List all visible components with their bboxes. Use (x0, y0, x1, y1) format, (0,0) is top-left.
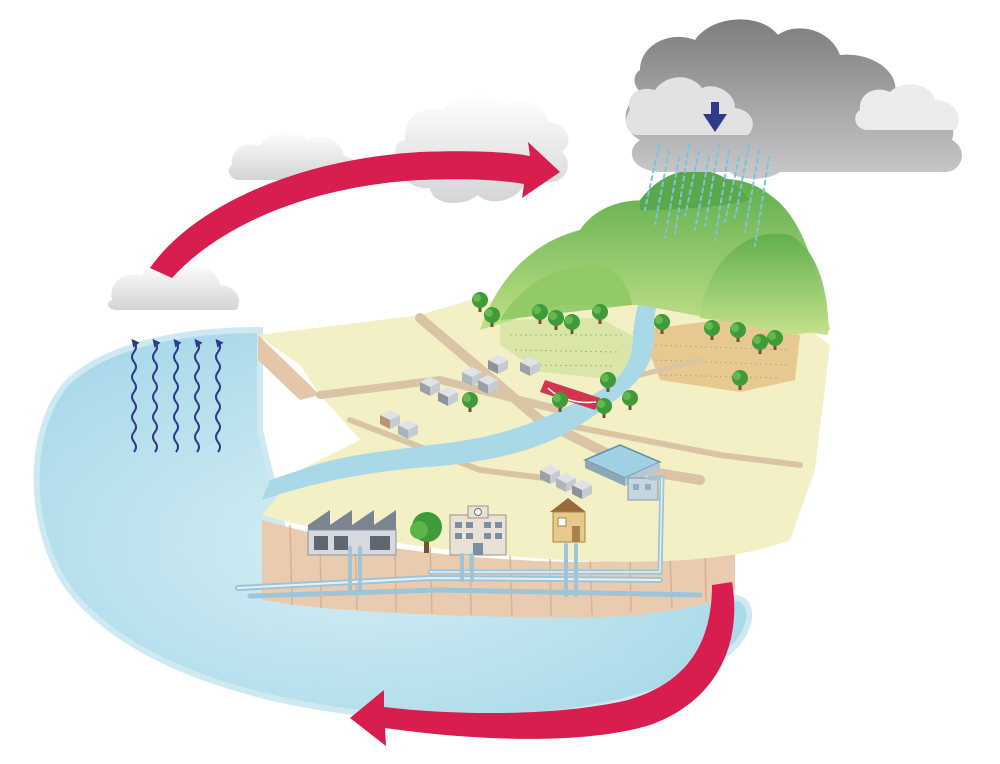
rain-streak (694, 156, 710, 231)
tree (564, 314, 580, 334)
village-house (520, 357, 540, 376)
mountain-icon (480, 170, 830, 335)
storm-cloud-icon (625, 19, 962, 179)
rain-streak (754, 156, 770, 247)
rain-streak (644, 144, 660, 211)
evaporation-arrow (215, 338, 224, 453)
tree (552, 392, 568, 412)
tree-icon (462, 292, 783, 418)
evaporation-arrow-icon (131, 338, 224, 453)
tree (596, 398, 612, 418)
village-house (556, 473, 576, 492)
rain-streak (724, 156, 740, 223)
tree (767, 330, 783, 350)
water-treatment-plant-icon (583, 444, 662, 501)
rain-streak (654, 150, 670, 225)
village-house (488, 355, 508, 374)
roads (316, 313, 803, 485)
rain-streak (744, 150, 760, 233)
evaporation-arrow (152, 338, 161, 453)
village-house (438, 387, 458, 406)
village-house (540, 465, 560, 484)
village-house (462, 367, 482, 386)
tree (484, 307, 500, 327)
river-icon (262, 298, 660, 500)
factory-icon (307, 510, 397, 556)
tree (600, 372, 616, 392)
village-houses (380, 355, 592, 499)
tree (592, 304, 608, 324)
rain-streak (674, 144, 690, 235)
cycle-arrow-icon (150, 142, 735, 746)
tree (732, 370, 748, 390)
school-icon (449, 505, 507, 556)
tree (532, 304, 548, 324)
tree (472, 292, 488, 312)
tree (622, 390, 638, 410)
house-icon (550, 498, 586, 543)
cloud-icon (107, 93, 569, 310)
rain-streak (714, 150, 730, 241)
water-pipe-icon (235, 475, 703, 599)
tree (462, 392, 478, 412)
rain-streak (664, 156, 680, 239)
evaporation-arrow (173, 338, 182, 453)
tree-icon (410, 512, 442, 553)
down-arrow-icon (703, 102, 727, 132)
tree (704, 320, 720, 340)
tree (548, 310, 564, 330)
village-house (398, 420, 418, 439)
village-house (572, 480, 592, 499)
bridge-icon (540, 380, 600, 410)
rain-streak (734, 144, 750, 219)
rain-streak (684, 150, 700, 217)
rain-streak (704, 144, 720, 227)
village-house (478, 375, 498, 394)
evaporation-arrow (194, 338, 203, 453)
tree (654, 314, 670, 334)
village-house (420, 377, 440, 396)
rain-icon (644, 144, 770, 247)
village-house (380, 410, 400, 429)
evaporation-arrow (131, 338, 140, 453)
tree (752, 334, 768, 354)
tree (730, 322, 746, 342)
